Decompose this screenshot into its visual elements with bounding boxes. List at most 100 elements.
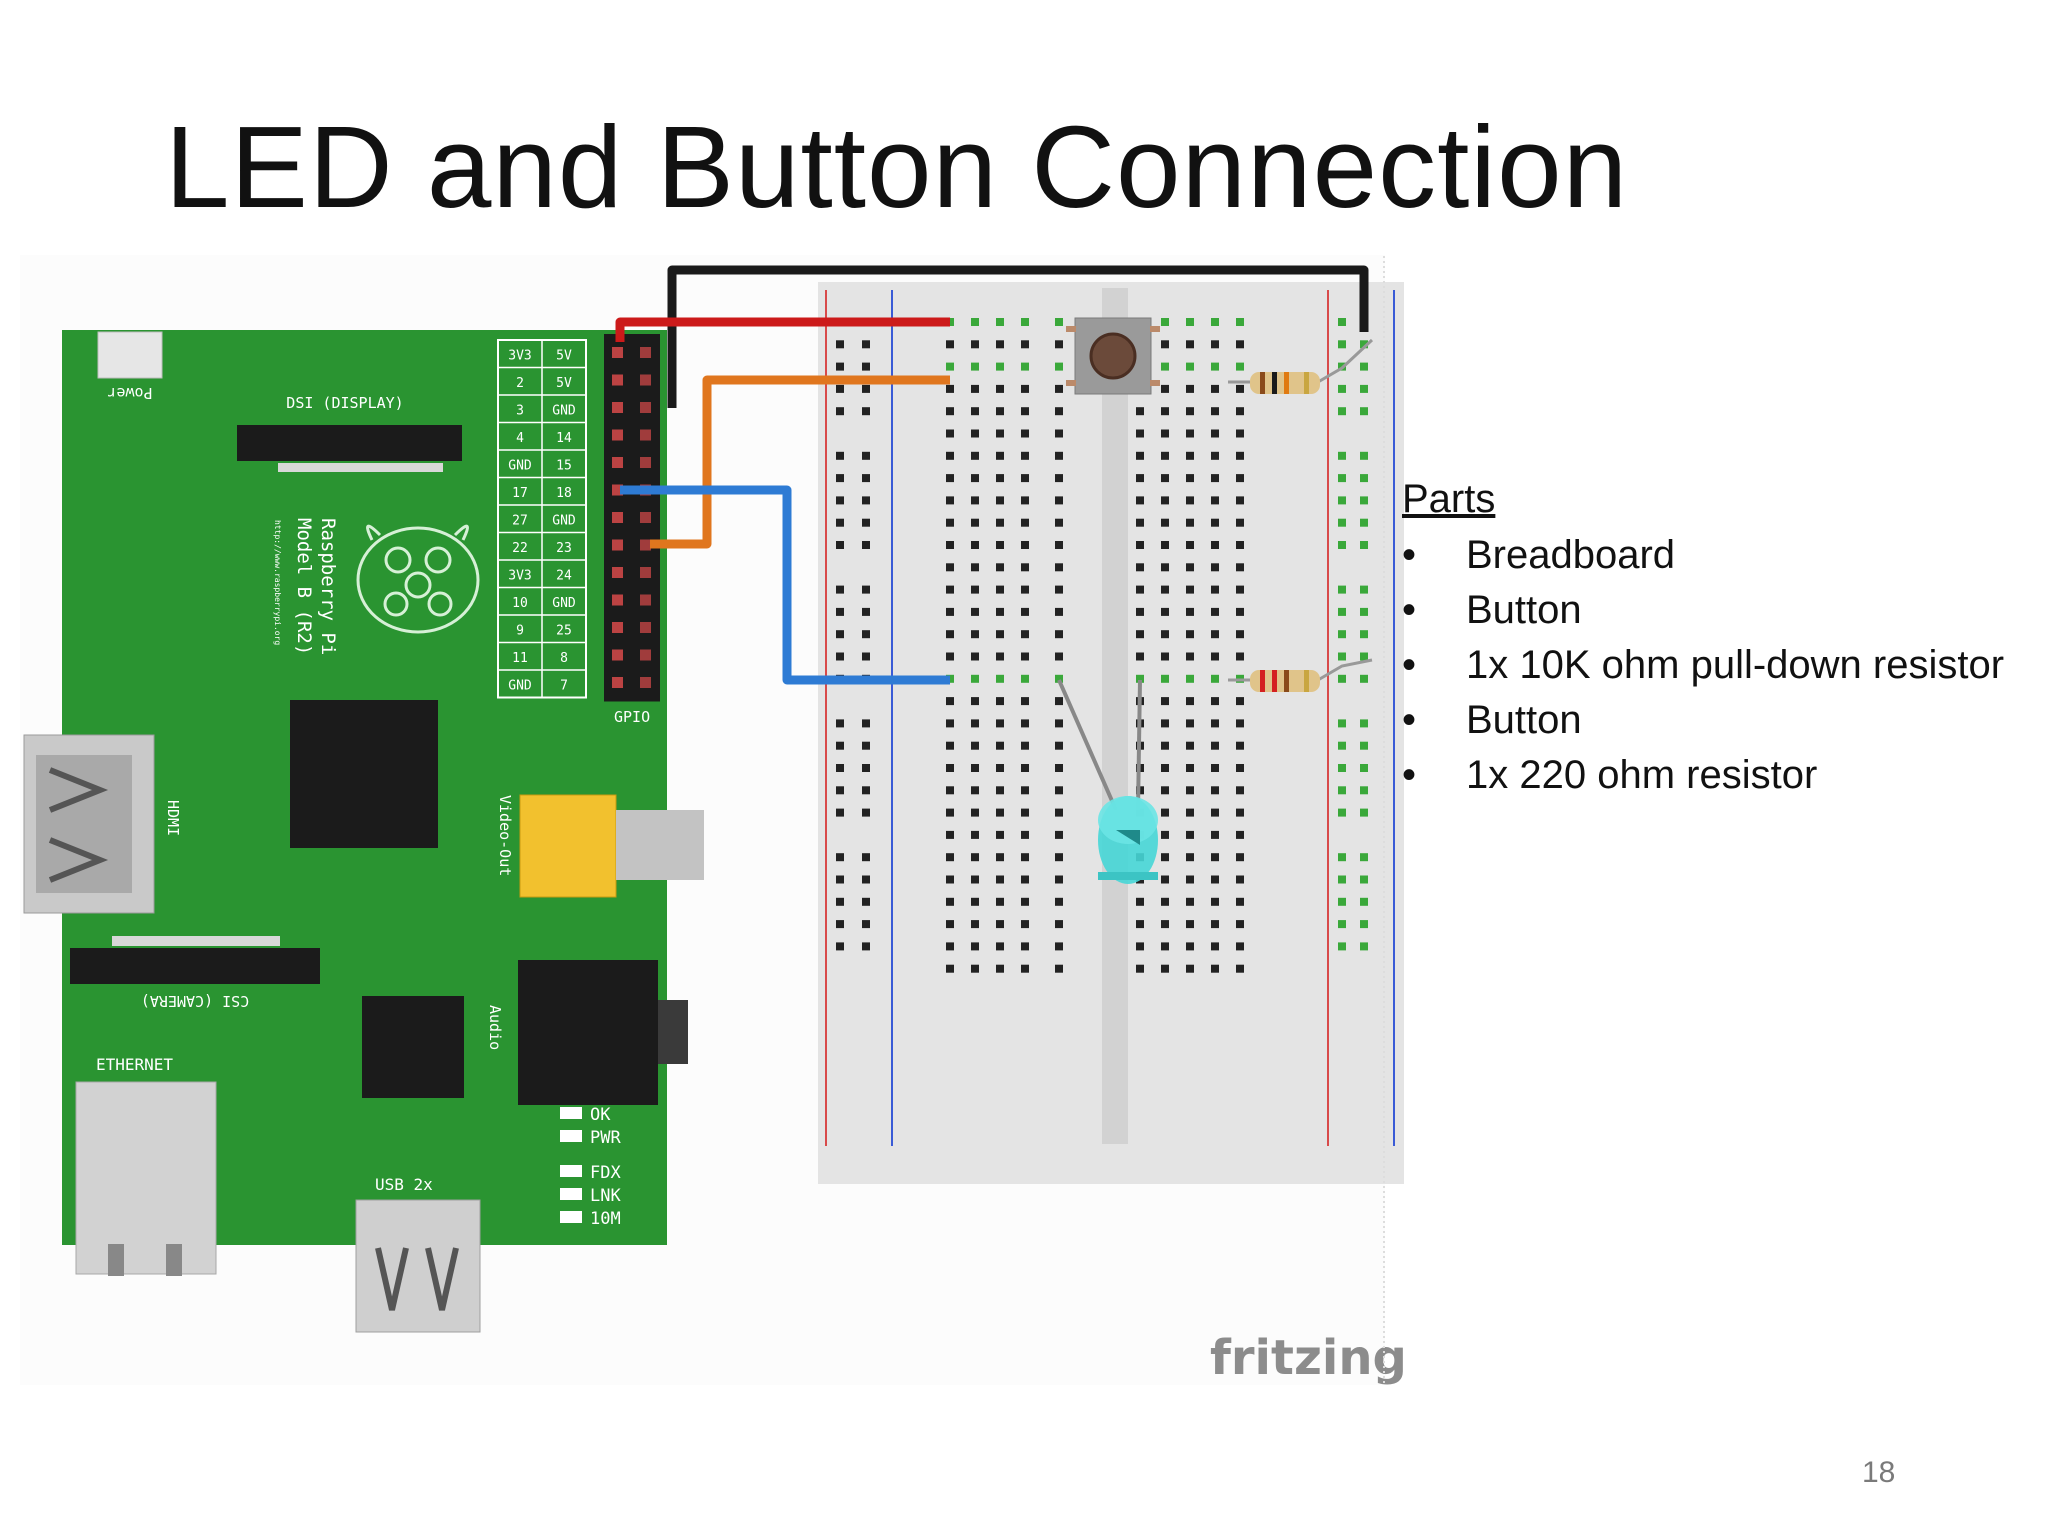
gpio-pin-label: 3 xyxy=(516,404,524,419)
breadboard-hole xyxy=(1021,786,1029,795)
breadboard-hole xyxy=(1021,764,1029,772)
breadboard-hole xyxy=(1236,607,1244,616)
rail-hole xyxy=(1338,786,1346,795)
breadboard-hole xyxy=(1161,518,1169,527)
breadboard-hole xyxy=(996,697,1004,706)
breadboard-hole xyxy=(1136,674,1144,683)
breadboard-hole xyxy=(946,474,954,483)
breadboard-hole xyxy=(1211,830,1219,839)
breadboard-hole xyxy=(1211,853,1219,862)
breadboard-hole xyxy=(1021,429,1029,438)
power-label: Power xyxy=(107,384,152,402)
rail-hole xyxy=(1338,741,1346,750)
rail-hole xyxy=(1338,719,1346,728)
rail-hole xyxy=(836,407,844,416)
gpio-pin xyxy=(612,539,623,551)
gpio-pin-label: 27 xyxy=(512,514,528,529)
gpio-pin xyxy=(612,567,623,578)
gpio-pin-label: 23 xyxy=(556,541,572,556)
breadboard-hole xyxy=(1161,541,1169,549)
rail-hole xyxy=(862,764,870,772)
breadboard-hole xyxy=(946,630,954,639)
breadboard-hole xyxy=(1186,764,1194,772)
breadboard-hole xyxy=(946,853,954,862)
raspberry-logo xyxy=(356,524,480,634)
rail-hole xyxy=(1338,518,1346,527)
breadboard-hole xyxy=(1021,697,1029,706)
wire-power xyxy=(615,317,950,342)
breadboard-hole xyxy=(996,541,1004,549)
breadboard-hole xyxy=(996,853,1004,862)
status-led xyxy=(560,1107,582,1119)
breadboard-hole xyxy=(1161,340,1169,349)
breadboard-hole xyxy=(971,741,979,750)
breadboard-hole xyxy=(1236,630,1244,639)
breadboard-hole xyxy=(1211,563,1219,572)
breadboard-hole xyxy=(1021,719,1029,728)
breadboard-hole xyxy=(946,429,954,438)
parts-list-item: 1x 10K ohm pull-down resistor xyxy=(1402,638,2004,693)
wire-led-signal xyxy=(620,485,950,685)
gpio-pin-label: GND xyxy=(552,596,576,611)
breadboard-hole xyxy=(946,563,954,572)
gpio-pin-label: GND xyxy=(508,459,532,474)
breadboard-hole xyxy=(996,964,1004,973)
breadboard-hole xyxy=(1055,897,1063,906)
usb-controller-chip xyxy=(362,996,464,1098)
breadboard-hole xyxy=(971,964,979,973)
breadboard-hole xyxy=(1236,496,1244,505)
parts-list-item: Button xyxy=(1402,693,2004,748)
rail-hole xyxy=(1360,607,1368,616)
rail-hole xyxy=(1360,340,1368,349)
parts-list: Breadboard Button 1x 10K ohm pull-down r… xyxy=(1402,528,2004,803)
breadboard-hole xyxy=(1186,853,1194,862)
rail-hole xyxy=(836,585,844,594)
breadboard-hole xyxy=(1021,607,1029,616)
gpio-pin xyxy=(640,539,651,551)
breadboard-hole xyxy=(971,541,979,549)
breadboard-hole xyxy=(1055,741,1063,750)
breadboard-hole xyxy=(1021,585,1029,594)
rail-hole xyxy=(836,920,844,929)
rail-hole xyxy=(1360,808,1368,817)
rail-hole xyxy=(1360,719,1368,728)
breadboard-hole xyxy=(1186,607,1194,616)
breadboard-hole xyxy=(1055,942,1063,951)
parts-list-item: Breadboard xyxy=(1402,528,2004,583)
breadboard-hole xyxy=(1211,429,1219,438)
rail-hole xyxy=(1338,496,1346,505)
breadboard-hole xyxy=(1186,875,1194,884)
breadboard-hole xyxy=(1055,518,1063,527)
rail-hole xyxy=(1338,942,1346,951)
breadboard-hole xyxy=(1186,518,1194,527)
breadboard-hole xyxy=(1211,674,1219,683)
breadboard-hole xyxy=(1055,830,1063,839)
breadboard-hole xyxy=(1211,875,1219,884)
breadboard-hole xyxy=(1236,652,1244,661)
gpio-pin-label: 11 xyxy=(512,651,528,666)
breadboard-hole xyxy=(946,786,954,795)
breadboard-hole xyxy=(996,496,1004,505)
breadboard-hole xyxy=(971,607,979,616)
breadboard-hole xyxy=(1186,808,1194,817)
breadboard-hole xyxy=(1021,964,1029,973)
rail-hole xyxy=(1360,518,1368,527)
breadboard-hole xyxy=(1021,674,1029,683)
breadboard-hole xyxy=(1161,942,1169,951)
rail-hole xyxy=(1360,741,1368,750)
breadboard-hole xyxy=(1211,362,1219,371)
breadboard-hole xyxy=(1055,362,1063,371)
breadboard-hole xyxy=(1186,429,1194,438)
breadboard-hole xyxy=(1055,808,1063,817)
breadboard-hole xyxy=(1211,942,1219,951)
breadboard-hole xyxy=(946,518,954,527)
breadboard-hole xyxy=(946,964,954,973)
status-led xyxy=(560,1211,582,1223)
rail-hole xyxy=(1338,318,1346,326)
ethernet-label: ETHERNET xyxy=(96,1055,173,1074)
breadboard-hole xyxy=(1161,719,1169,728)
rail-hole xyxy=(862,340,870,349)
gpio-header xyxy=(604,334,660,702)
breadboard-hole xyxy=(1021,496,1029,505)
breadboard-hole xyxy=(1055,764,1063,772)
